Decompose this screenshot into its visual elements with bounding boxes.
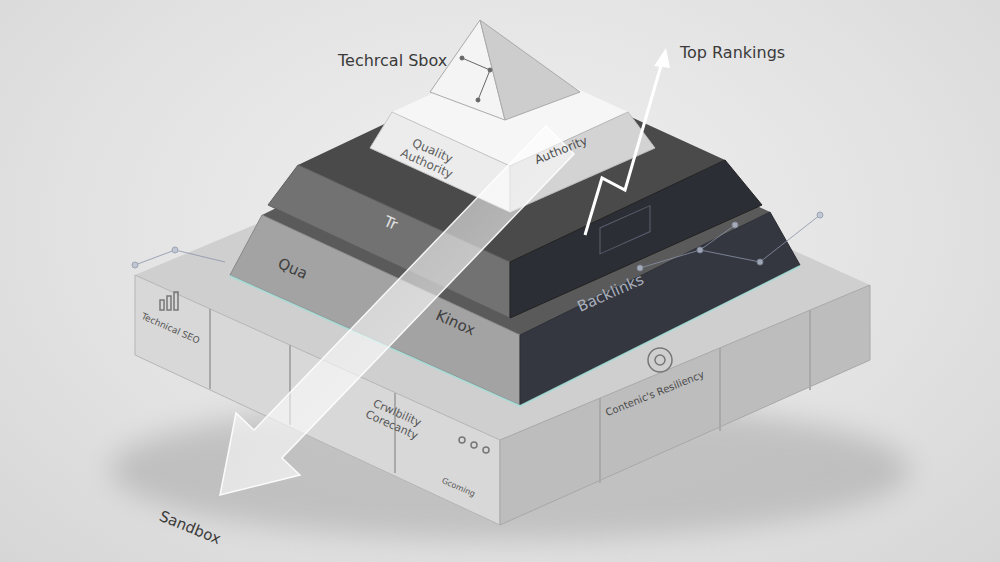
tier-text: Backlinks bbox=[575, 271, 647, 316]
pyramid-tier-label: Technical SEO bbox=[140, 305, 205, 350]
pyramid-tier-label: Tr bbox=[380, 205, 404, 238]
tier-text: Kinox bbox=[433, 307, 478, 339]
pyramid-tier-label: QuaKinox Backlinks bbox=[270, 245, 651, 343]
pyramid-tier-label: Contenic's Resiliency bbox=[600, 390, 710, 423]
tier-text: Qua bbox=[275, 255, 310, 283]
pyramid-tier-label: Crwlbility Corecanty bbox=[355, 385, 442, 452]
tier-text: Tr bbox=[381, 213, 400, 234]
pyramid-tier-label: Gcoming bbox=[440, 470, 481, 503]
annotation-label: Top Rankings bbox=[680, 44, 785, 62]
tier-text: Gcoming bbox=[440, 476, 476, 499]
tier-text: Technical SEO bbox=[140, 311, 201, 346]
pyramid-tier-label: Quality Authority Authority bbox=[395, 125, 594, 189]
tier-text: Crwlbility Corecanty bbox=[351, 391, 438, 448]
tier-text: Quality Authority bbox=[392, 131, 467, 185]
annotation-label: Techrcal Sbox bbox=[338, 52, 447, 70]
tier-text: Authority bbox=[533, 134, 590, 168]
